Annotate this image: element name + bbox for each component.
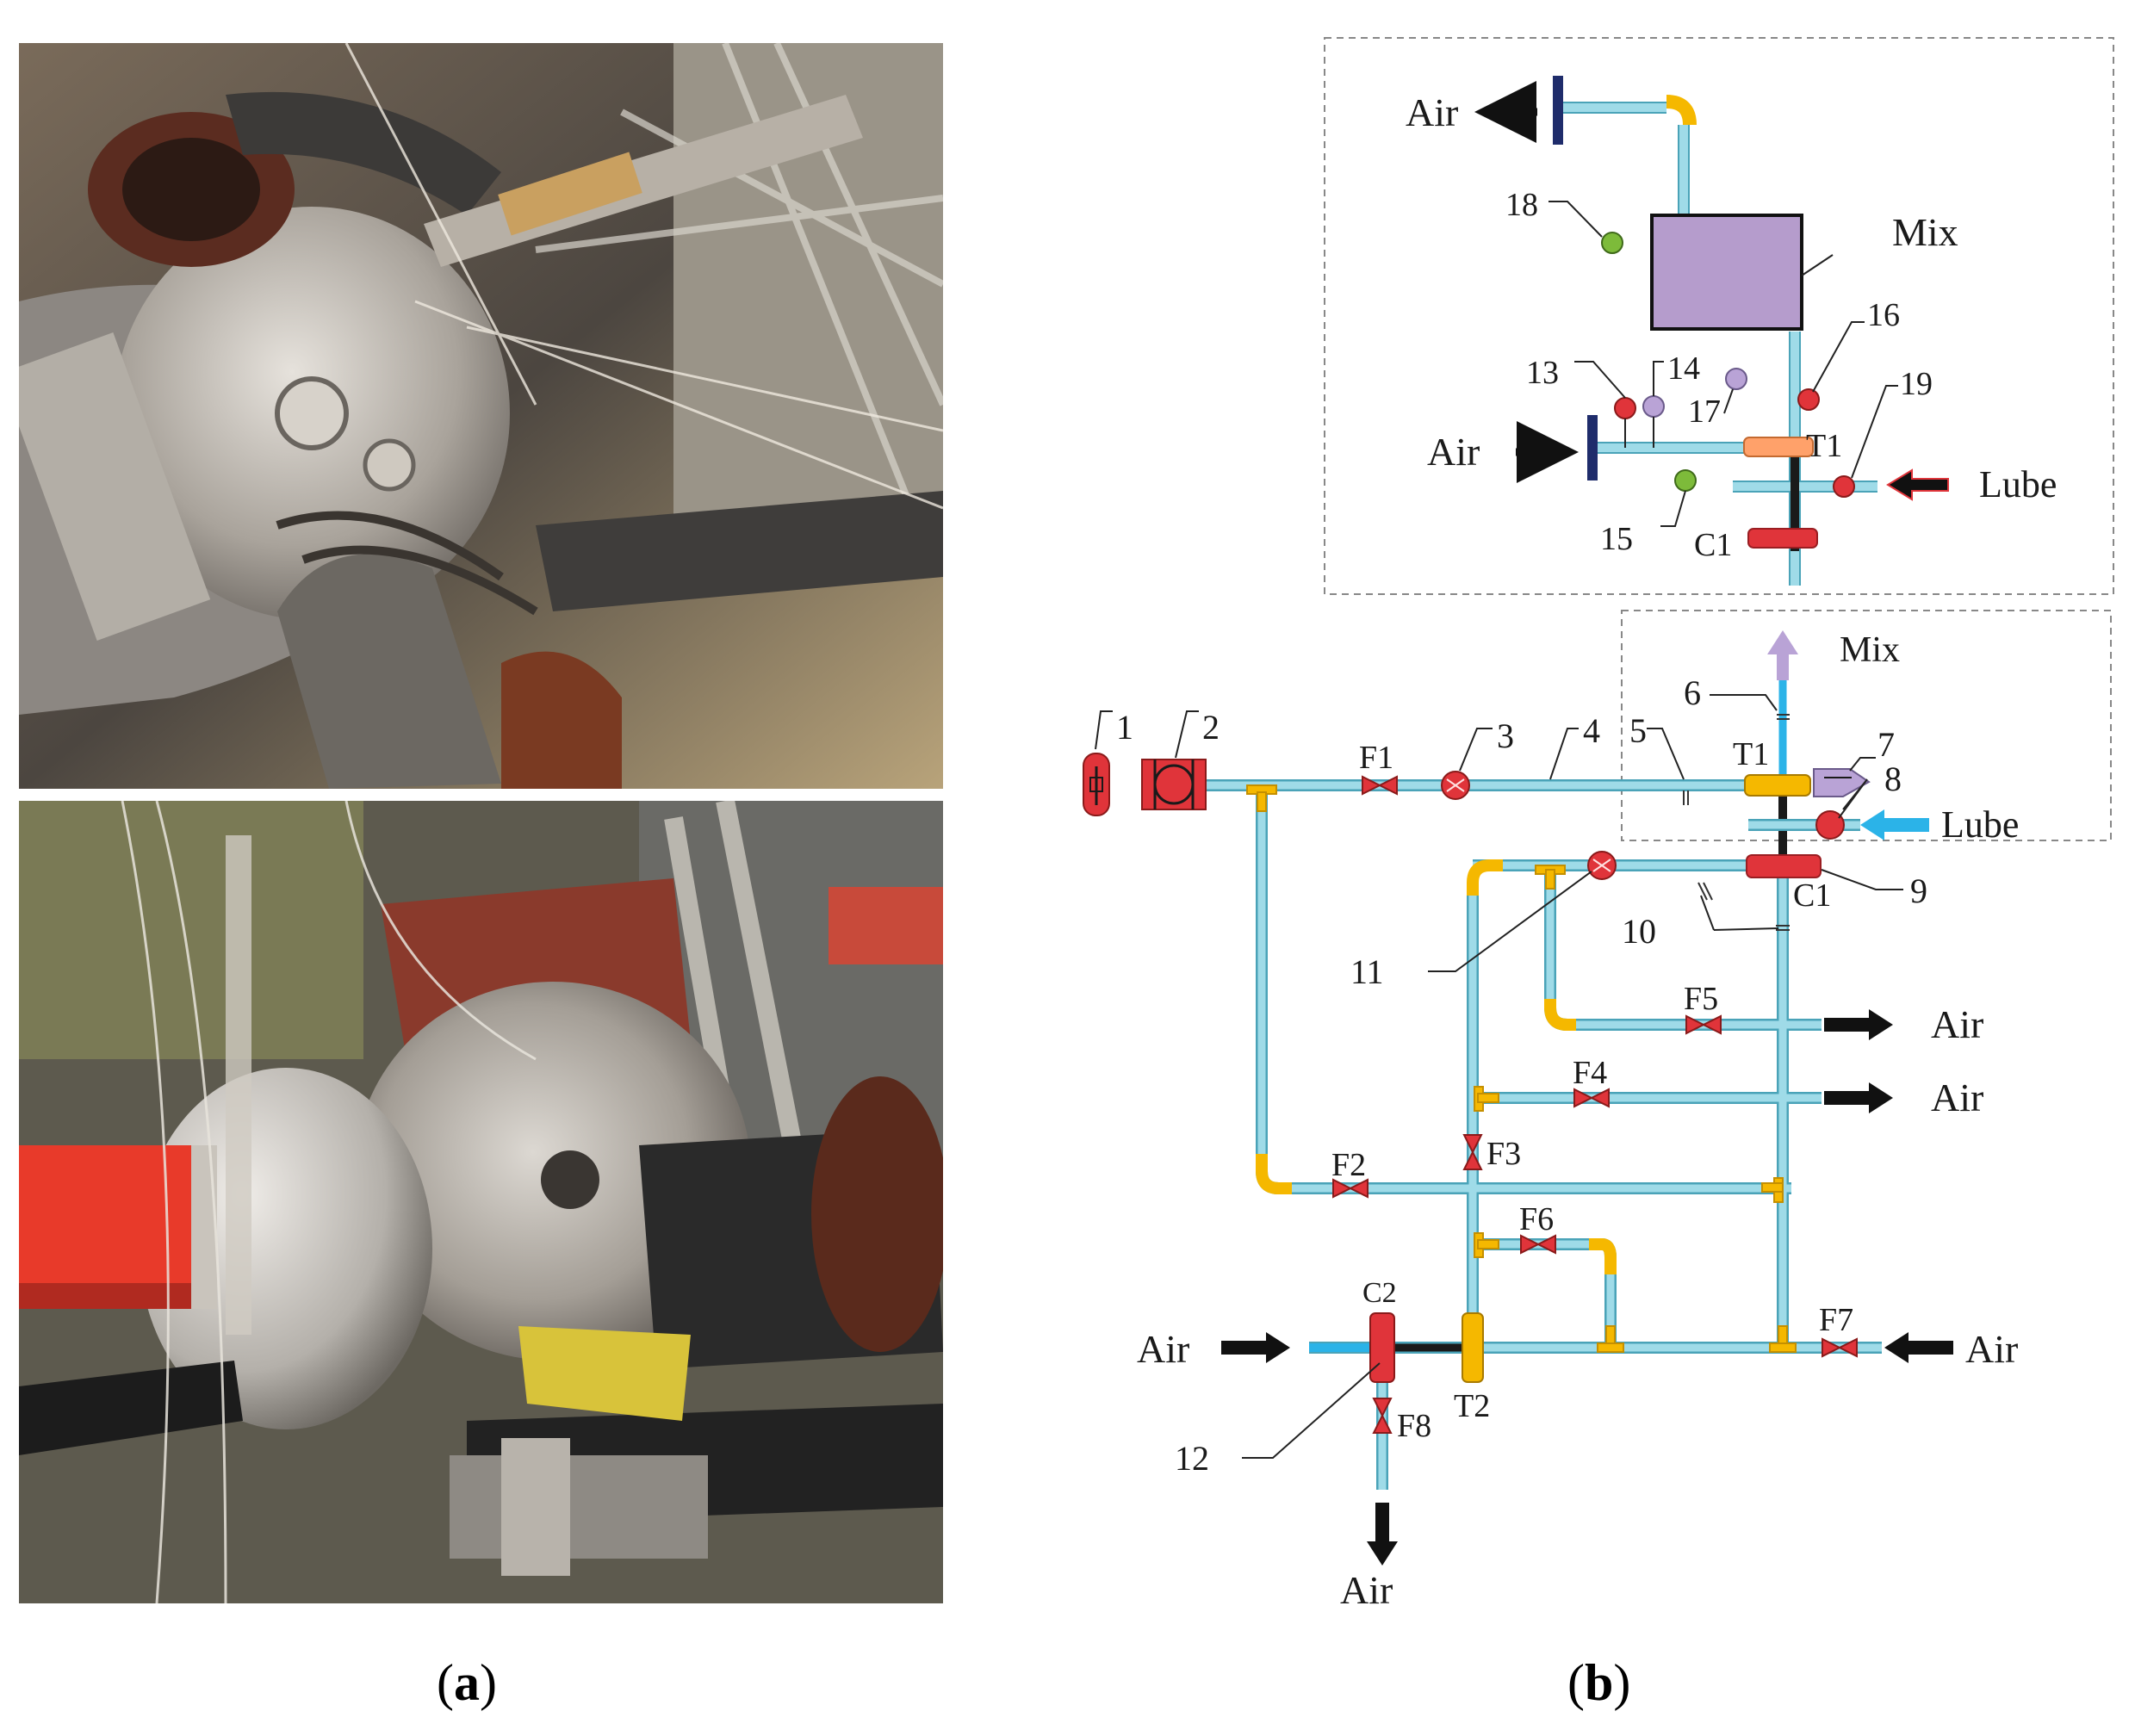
label-19: 19 bbox=[1900, 366, 1933, 402]
inset-t1-label: T1 bbox=[1806, 428, 1842, 464]
label-13: 13 bbox=[1526, 355, 1559, 391]
label-14: 14 bbox=[1667, 350, 1700, 387]
inset-mix-label: Mix bbox=[1892, 210, 1958, 254]
label-5: 5 bbox=[1629, 711, 1647, 750]
sensor-8 bbox=[1815, 810, 1845, 840]
label-c2: C2 bbox=[1362, 1277, 1397, 1309]
air-label-f4: Air bbox=[1931, 1076, 1983, 1119]
component-7 bbox=[1813, 768, 1871, 797]
lube-label: Lube bbox=[1941, 803, 2019, 846]
compressor-c2 bbox=[1369, 1312, 1395, 1383]
component-1 bbox=[1083, 753, 1110, 816]
valve-f5 bbox=[1685, 1014, 1722, 1035]
air-label-f5: Air bbox=[1931, 1002, 1983, 1046]
inset-compressor-c1 bbox=[1747, 528, 1818, 549]
panel-label-b: (b) bbox=[1567, 1654, 1631, 1711]
air-out-f4-arrow bbox=[1824, 1082, 1893, 1113]
inset-box bbox=[1324, 37, 2114, 595]
turbine-t2 bbox=[1462, 1312, 1484, 1383]
lube-in-arrow bbox=[1860, 809, 1929, 840]
inset-air-outlet-flange bbox=[1553, 76, 1563, 145]
label-10: 10 bbox=[1622, 912, 1656, 951]
label-16: 16 bbox=[1867, 297, 1900, 333]
main-schematic: 1 2 3 4 5 6 7 8 9 10 11 12 F1 F2 F3 F4 F… bbox=[1083, 630, 2019, 1612]
label-f5: F5 bbox=[1684, 981, 1718, 1017]
air-in-left-arrow bbox=[1221, 1332, 1290, 1363]
label-17: 17 bbox=[1688, 394, 1721, 430]
label-2: 2 bbox=[1202, 708, 1220, 747]
sensor-16 bbox=[1797, 388, 1820, 411]
compressor-c1 bbox=[1746, 854, 1822, 878]
inset-turbine-t1 bbox=[1743, 437, 1814, 457]
label-7: 7 bbox=[1877, 725, 1895, 764]
inset-lube-label: Lube bbox=[1979, 463, 2057, 505]
inset-air-inlet-flange bbox=[1587, 415, 1598, 480]
air-label-bottom: Air bbox=[1340, 1568, 1393, 1612]
inset-schematic: Air Mix Air Lube T1 C1 18 13 14 17 16 15… bbox=[1406, 76, 2057, 586]
valve-f1 bbox=[1362, 775, 1398, 796]
component-2 bbox=[1141, 759, 1207, 810]
sensor-19 bbox=[1833, 475, 1855, 498]
valve-f7 bbox=[1822, 1337, 1858, 1358]
air-label-right: Air bbox=[1965, 1327, 2018, 1371]
sensor-17 bbox=[1725, 368, 1747, 390]
label-f4: F4 bbox=[1573, 1055, 1607, 1091]
inset-air-out-label: Air bbox=[1406, 90, 1458, 134]
label-f7: F7 bbox=[1819, 1302, 1853, 1338]
turbo-region-box bbox=[1621, 610, 2112, 841]
label-f3: F3 bbox=[1486, 1136, 1521, 1172]
sensor-14 bbox=[1642, 395, 1665, 418]
label-8: 8 bbox=[1884, 760, 1902, 798]
label-f2: F2 bbox=[1331, 1147, 1366, 1183]
label-c1: C1 bbox=[1793, 877, 1831, 914]
valve-f2 bbox=[1332, 1178, 1369, 1199]
label-15: 15 bbox=[1600, 521, 1633, 557]
label-4: 4 bbox=[1583, 711, 1600, 750]
label-9: 9 bbox=[1910, 871, 1927, 910]
label-t1: T1 bbox=[1733, 736, 1769, 772]
panel-label-a: (a) bbox=[437, 1654, 497, 1711]
label-11: 11 bbox=[1350, 952, 1384, 991]
turbine-t1 bbox=[1744, 774, 1811, 797]
mix-label: Mix bbox=[1840, 630, 1900, 670]
label-1: 1 bbox=[1116, 708, 1133, 747]
label-6: 6 bbox=[1684, 673, 1701, 712]
air-in-right-arrow bbox=[1884, 1332, 1953, 1363]
valve-f8 bbox=[1372, 1398, 1393, 1434]
mix-chamber bbox=[1650, 214, 1803, 331]
photo-bottom bbox=[19, 801, 943, 1603]
air-out-f5-arrow bbox=[1824, 1009, 1893, 1040]
air-label-left: Air bbox=[1137, 1327, 1189, 1371]
valve-f4 bbox=[1573, 1088, 1610, 1108]
label-f8: F8 bbox=[1397, 1408, 1431, 1444]
label-18: 18 bbox=[1505, 187, 1538, 223]
inset-air-in-label: Air bbox=[1427, 430, 1480, 474]
mix-up-arrow bbox=[1767, 630, 1798, 680]
label-12: 12 bbox=[1175, 1439, 1209, 1478]
label-3: 3 bbox=[1497, 716, 1514, 755]
air-out-bottom-arrow bbox=[1367, 1503, 1398, 1566]
inset-c1-label: C1 bbox=[1694, 527, 1732, 563]
sensor-15 bbox=[1674, 469, 1697, 492]
label-t2: T2 bbox=[1454, 1388, 1490, 1424]
sensor-13 bbox=[1614, 397, 1636, 419]
sensor-18 bbox=[1601, 232, 1623, 254]
label-f1: F1 bbox=[1359, 740, 1393, 776]
label-f6: F6 bbox=[1519, 1201, 1554, 1237]
photo-top bbox=[19, 43, 943, 789]
valve-f6 bbox=[1520, 1234, 1556, 1255]
valve-f3 bbox=[1462, 1134, 1483, 1170]
